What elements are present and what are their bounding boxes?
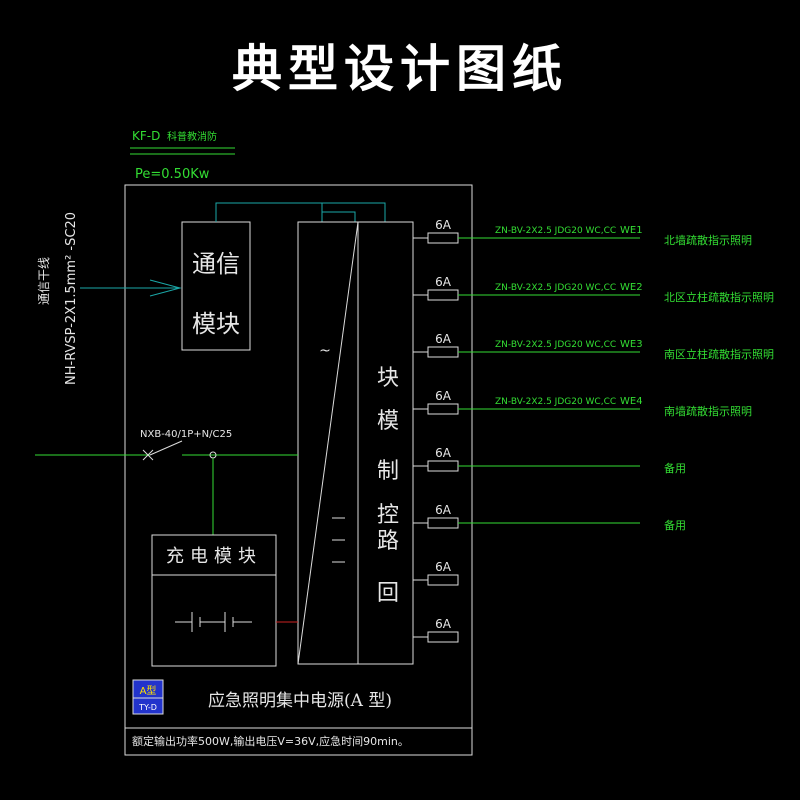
fuse (427, 517, 459, 529)
ac-symbol: ~ (319, 343, 331, 359)
fuse (427, 289, 459, 301)
control-char-4: 制 (377, 459, 399, 484)
control-char-2: 路 (377, 529, 399, 554)
circuit-desc: 北墙疏散指示照明 (664, 233, 752, 247)
circuit-desc: 备用 (664, 518, 686, 532)
comm-link-1 (215, 202, 386, 222)
model-badge (132, 679, 164, 715)
fuse-rating: 6A (435, 560, 452, 574)
fuse (427, 232, 459, 244)
control-char-6: 块 (377, 366, 399, 391)
power-rating: Pe=0.50Kw (135, 167, 210, 182)
circuit-desc: 备用 (664, 461, 686, 475)
panel-code: KF-D (132, 129, 160, 143)
fuse-rating: 6A (435, 503, 452, 517)
cable-label: NH-RVSP-2X1.5mm² -SC20 (64, 212, 79, 385)
control-char-5: 模 (377, 409, 399, 434)
fuse-rating: 6A (435, 617, 452, 631)
comm-module-label-2: 模块 (192, 310, 240, 338)
control-char-3: 控 (377, 503, 399, 528)
circuit-id: WE4 (620, 396, 643, 407)
circuit-cable: ZN-BV-2X2.5 JDG20 WC,CC (495, 340, 616, 350)
comm-arrow (149, 279, 182, 297)
circuit-desc: 南墙疏散指示照明 (664, 404, 752, 418)
breaker-x-2 (142, 449, 154, 461)
breaker-label: NXB-40/1P+N/C25 (140, 429, 232, 440)
fuse-rating: 6A (435, 446, 452, 460)
circuit-id: WE3 (620, 339, 643, 350)
control-char-1: 回 (377, 581, 399, 606)
power-supply-spec: 额定输出功率500W,输出电压V=36V,应急时间90min。 (132, 734, 409, 748)
circuit-cable: ZN-BV-2X2.5 JDG20 WC,CC (495, 283, 616, 293)
circuit-desc: 南区立柱疏散指示照明 (664, 347, 774, 361)
power-supply-name: 应急照明集中电源(A 型) (208, 691, 392, 711)
comm-module-label-1: 通信 (192, 250, 240, 278)
comm-line-label: 通信干线 (37, 257, 51, 305)
fuse (427, 346, 459, 358)
fuse-rating: 6A (435, 275, 452, 289)
circuit-id: WE1 (620, 225, 643, 236)
fuse (427, 574, 459, 586)
circuit-id: WE2 (620, 282, 643, 293)
fuse-rating: 6A (435, 332, 452, 346)
cabinet-frame (124, 184, 473, 756)
circuit-desc: 北区立柱疏散指示照明 (664, 290, 774, 304)
comm-link-3 (322, 211, 356, 222)
charge-module-label: 充电模块 (166, 546, 262, 567)
fuse (427, 460, 459, 472)
circuit-cable: ZN-BV-2X2.5 JDG20 WC,CC (495, 226, 616, 236)
fuse-rating: 6A (435, 389, 452, 403)
inverter-diagonal (297, 221, 359, 665)
circuit-cable: ZN-BV-2X2.5 JDG20 WC,CC (495, 397, 616, 407)
panel-note: 科普教消防 (167, 130, 217, 143)
breaker-blade (149, 440, 183, 456)
fuse (427, 631, 459, 643)
fuse-rating: 6A (435, 218, 452, 232)
fuse (427, 403, 459, 415)
control-module (357, 221, 414, 665)
page-title: 典型设计图纸 (232, 40, 568, 98)
charge-module (151, 534, 277, 667)
model-badge-bottom: TY-D (138, 703, 157, 712)
output-circuits: 6A ZN-BV-2X2.5 JDG20 WC,CC WE1 北墙疏散指示照明 6A ZN… (413, 218, 774, 643)
model-badge-top: A型 (140, 684, 157, 697)
